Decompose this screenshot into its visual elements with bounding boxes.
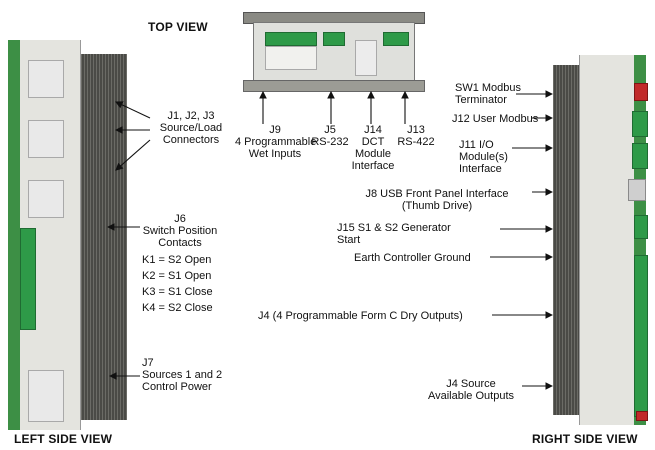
j3-arrow — [116, 140, 150, 170]
j1-arrow — [116, 102, 150, 118]
